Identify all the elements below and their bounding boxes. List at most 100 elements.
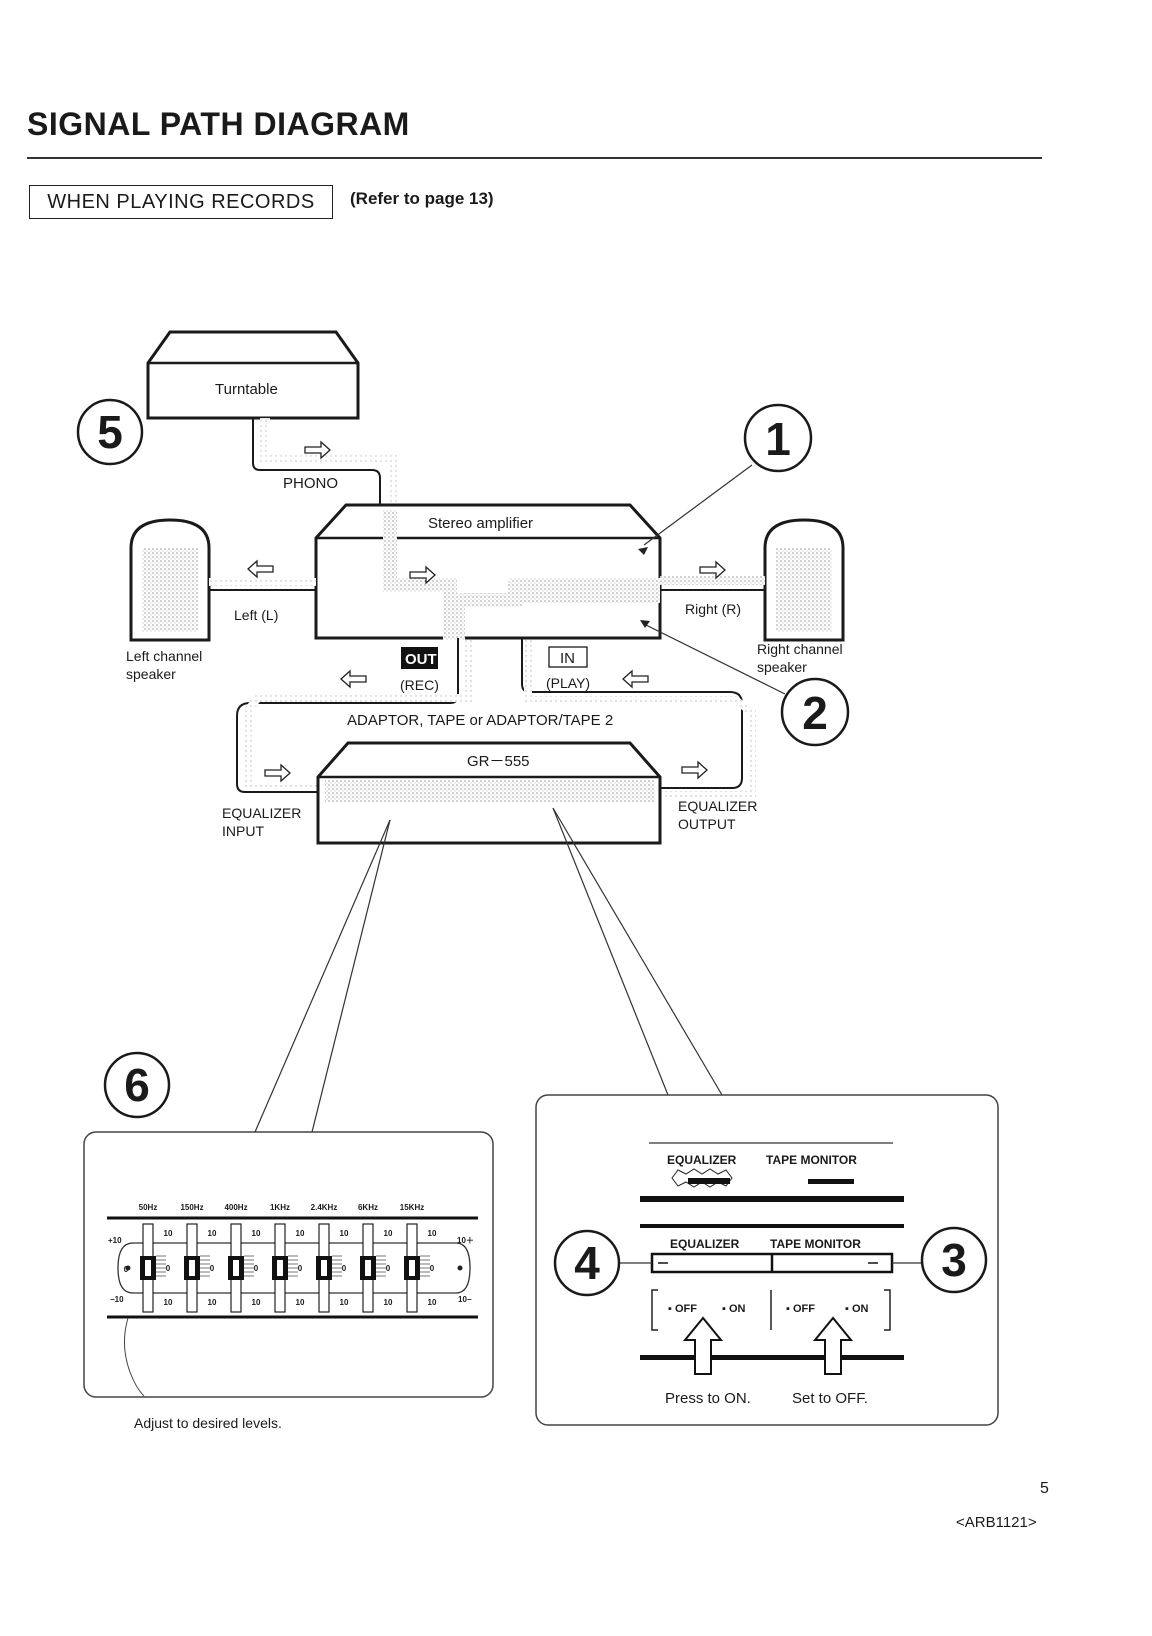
phono-cable (252, 418, 381, 510)
bracket-right (884, 1289, 891, 1331)
rec-signal-path (244, 640, 472, 790)
out-label: OUT (405, 651, 437, 668)
eq-frequency-label: 2.4KHz (311, 1203, 338, 1212)
tape-monitor-indicator (808, 1179, 854, 1184)
eq-slider-scale-mid: 0 (254, 1264, 259, 1273)
eq-slider-scale-top: 10 (208, 1229, 217, 1238)
in-jack-badge (548, 646, 588, 668)
eq-scale-bottom: −10 (110, 1295, 124, 1304)
eq-slider-scale-mid: 0 (166, 1264, 171, 1273)
eq-caption: Adjust to desired levels. (134, 1415, 282, 1431)
press-arrow-icon (812, 1316, 854, 1375)
page-number: 5 (1040, 1480, 1049, 1497)
eq-scale-top: +10 (108, 1236, 122, 1245)
eq-slider-knob-face (277, 1260, 283, 1276)
right-speaker-label-2: speaker (757, 659, 807, 675)
right-signal-path (660, 576, 765, 585)
turntable (146, 330, 360, 420)
turntable-label: Turntable (215, 381, 278, 398)
callout-4: 4 (553, 1229, 621, 1297)
eq-slider-knob-face (365, 1260, 371, 1276)
left-signal-path (209, 578, 316, 586)
eq-frequency-label: 6KHz (358, 1203, 378, 1212)
eq-slider-scale-bottom: 10 (208, 1298, 217, 1307)
callout-5: 5 (76, 398, 144, 466)
svg-text:1: 1 (765, 413, 791, 465)
callout-6: 6 (103, 1051, 171, 1119)
eq-slider-scale-mid: 0 (342, 1264, 347, 1273)
eq-slider-knob-face (145, 1260, 151, 1276)
caption-set-off: Set to OFF. (792, 1390, 868, 1407)
eq-frequency-label: 400Hz (224, 1203, 247, 1212)
eq-frequency-label: 150Hz (180, 1203, 203, 1212)
eq-marker-dot (125, 1265, 131, 1271)
zoom-line (552, 807, 723, 1096)
bracket-left (651, 1289, 658, 1331)
rec-label: (REC) (400, 677, 439, 693)
eq-slider-scale-mid: 0 (386, 1264, 391, 1273)
adaptor-label: ADAPTOR, TAPE or ADAPTOR/TAPE 2 (347, 712, 613, 729)
document-code: <ARB1121> (956, 1514, 1037, 1531)
out-jack-badge (401, 647, 438, 669)
leader-arrowhead-icon (640, 620, 650, 628)
leader-arrowhead-icon (638, 547, 648, 555)
eq-frequency-label: 15KHz (400, 1203, 424, 1212)
eq-slider-scale-top: 10 (340, 1229, 349, 1238)
stereo-amplifier (314, 503, 662, 640)
right-speaker (763, 518, 845, 642)
caption-press-on: Press to ON. (665, 1390, 751, 1407)
eq-scale-outline (117, 1242, 471, 1294)
section-heading: WHEN PLAYING RECORDS (29, 185, 333, 219)
panel-bar (640, 1355, 904, 1360)
equalizer-unit (316, 741, 662, 845)
svg-text:6: 6 (124, 1059, 150, 1111)
eq-slider-knob-face (321, 1260, 327, 1276)
monitor-header-top-right: TAPE MONITOR (766, 1153, 857, 1167)
eq-slider-scale-mid: 0 (298, 1264, 303, 1273)
tape-switch-off: ▪ OFF (786, 1303, 815, 1315)
svg-text:2: 2 (802, 687, 828, 739)
signal-arrow-icon (699, 560, 726, 580)
eq-switch-off: ▪ OFF (668, 1303, 697, 1315)
in-label: IN (560, 650, 575, 667)
eq-slider-scale-top: 10 (252, 1229, 261, 1238)
right-label: Right (R) (685, 601, 741, 617)
callout-1-leader (643, 464, 753, 546)
zoom-line (311, 819, 391, 1133)
eq-output-label-2: OUTPUT (678, 816, 736, 832)
eq-slider-scale-bottom: 10 (428, 1298, 437, 1307)
page-title: SIGNAL PATH DIAGRAM (27, 106, 410, 142)
panel-bar (640, 1196, 904, 1202)
eq-frequency-label: 1KHz (270, 1203, 290, 1212)
left-speaker-label-2: speaker (126, 666, 176, 682)
eq-slider-scale-top: 10 (384, 1229, 393, 1238)
play-signal-path (524, 640, 756, 799)
eq-slider-scale-mid: 0 (430, 1264, 435, 1273)
signal-arrow-icon (264, 763, 291, 783)
equalizer-label: GR－555 (467, 753, 530, 770)
svg-text:4: 4 (574, 1237, 600, 1289)
title-rule (27, 157, 1042, 159)
monitor-header-top-left: EQUALIZER (667, 1153, 737, 1167)
tape-switch-on: ▪ ON (845, 1303, 869, 1315)
phono-signal-path (260, 418, 397, 510)
signal-arrow-icon (247, 559, 274, 579)
eq-slider-scale-bottom: 10 (164, 1298, 173, 1307)
monitor-header-bottom-left: EQUALIZER (670, 1237, 740, 1251)
eq-slider-panel (83, 1131, 494, 1398)
section-reference: (Refer to page 13) (350, 189, 494, 208)
eq-scale-bottom-right: 10− (458, 1295, 472, 1304)
left-label: Left (L) (234, 607, 278, 623)
callout-2-leader (645, 624, 786, 695)
eq-scale-mid: 0 (124, 1265, 129, 1274)
eq-switch-on: ▪ ON (722, 1303, 746, 1315)
eq-input-label-1: EQUALIZER (222, 805, 301, 821)
signal-arrow-icon (340, 669, 367, 689)
left-speaker (129, 518, 211, 642)
eq-marker-dot (457, 1265, 463, 1271)
equalizer-indicator (688, 1178, 730, 1184)
eq-slider-scale-top: 10 (296, 1229, 305, 1238)
monitor-header-bottom-right: TAPE MONITOR (770, 1237, 861, 1251)
